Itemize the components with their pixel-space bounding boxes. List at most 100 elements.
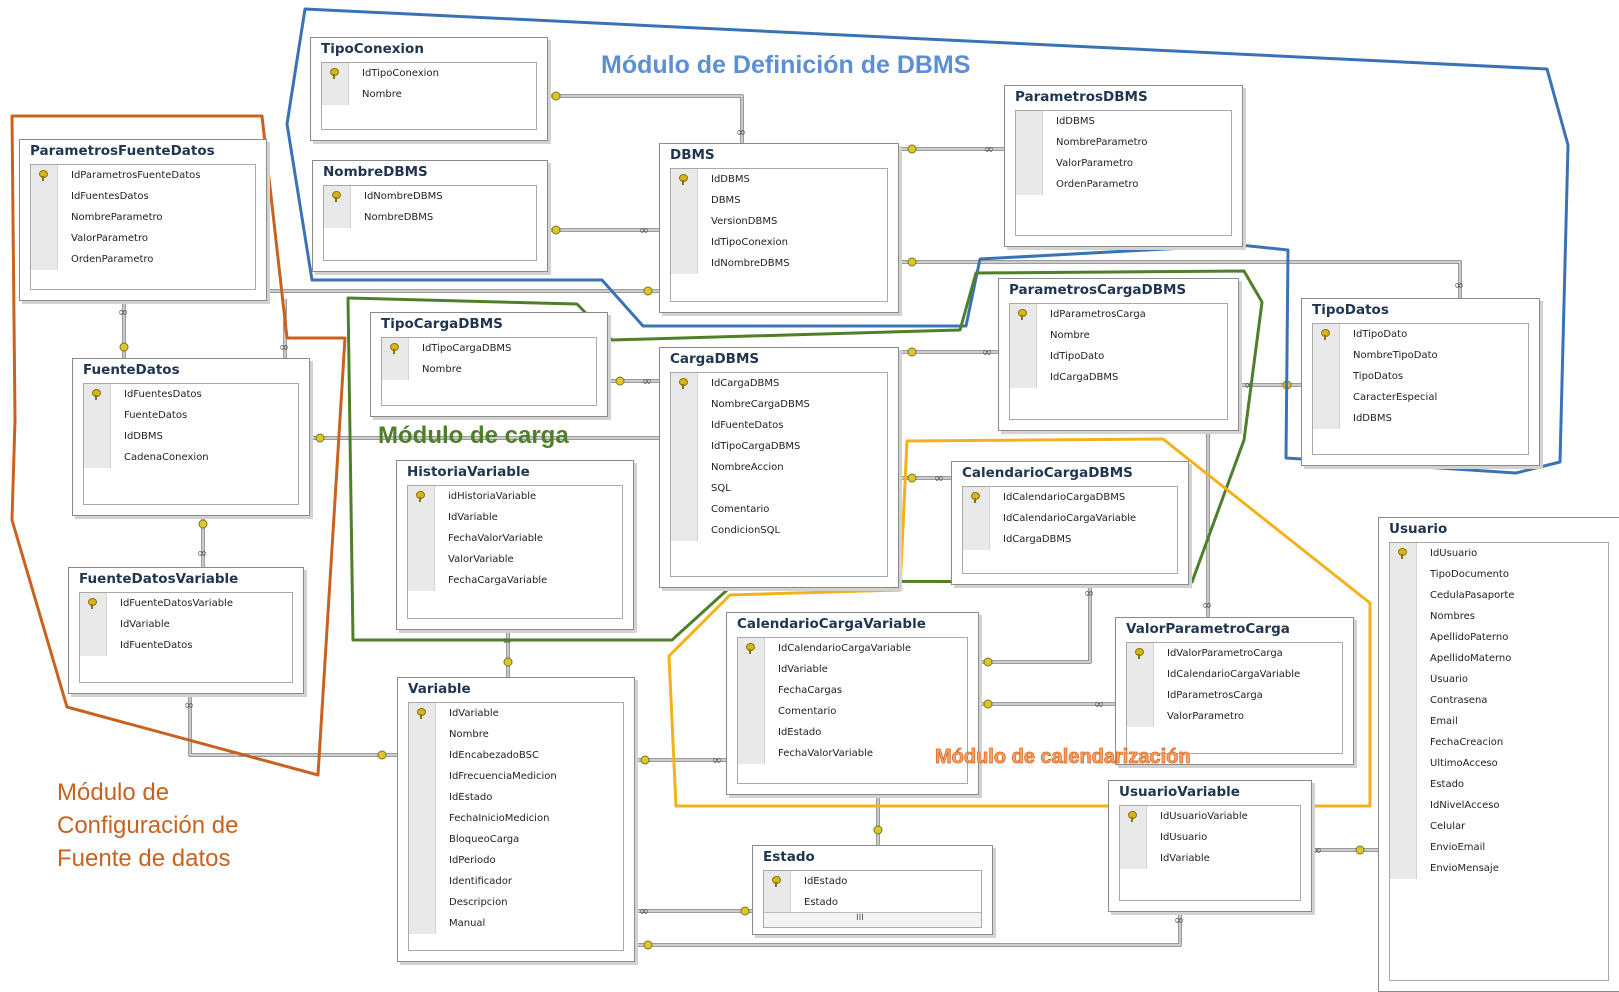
column-row[interactable]: ApellidoMaterno [1390,648,1608,669]
column-row[interactable]: IdTipoCargaDBMS [382,338,596,359]
column-row[interactable]: NombreParametro [1016,132,1231,153]
column-row[interactable]: IdTipoConexion [322,63,536,84]
column-row[interactable]: IdUsuario [1120,827,1300,848]
column-row[interactable]: IdFuentesDatos [31,186,255,207]
column-row[interactable]: FechaCargaVariable [408,570,622,591]
column-row[interactable]: Contrasena [1390,690,1608,711]
column-row[interactable]: Celular [1390,816,1608,837]
column-row[interactable]: IdParametrosCarga [1127,685,1342,706]
column-row[interactable]: BloqueoCarga [409,829,623,850]
column-row[interactable]: Descripcion [409,892,623,913]
column-row[interactable]: ApellidoPaterno [1390,627,1608,648]
column-row[interactable]: IdTipoDato [1010,346,1227,367]
column-row[interactable]: IdCalendarioCargaDBMS [963,487,1177,508]
column-row[interactable]: Nombre [1010,325,1227,346]
column-row[interactable]: ValorParametro [1016,153,1231,174]
column-row[interactable]: Estado [1390,774,1608,795]
column-row[interactable]: Email [1390,711,1608,732]
column-row[interactable]: IdFuenteDatos [80,635,292,656]
column-row[interactable]: NombreTipoDato [1313,345,1528,366]
column-row[interactable]: IdCargaDBMS [671,373,887,394]
column-row[interactable]: Nombres [1390,606,1608,627]
column-row[interactable]: Comentario [671,499,887,520]
column-row[interactable]: ValorParametro [1127,706,1342,727]
column-row[interactable]: IdUsuario [1390,543,1608,564]
column-row[interactable]: ValorParametro [31,228,255,249]
column-row[interactable]: CondicionSQL [671,520,887,541]
column-row[interactable]: IdVariable [80,614,292,635]
column-row[interactable]: EnvioMensaje [1390,858,1608,879]
column-row[interactable]: IdValorParametroCarga [1127,643,1342,664]
column-row[interactable]: IdVariable [409,703,623,724]
column-row[interactable]: idHistoriaVariable [408,486,622,507]
column-row[interactable]: UltimoAcceso [1390,753,1608,774]
column-row[interactable]: NombreParametro [31,207,255,228]
column-row[interactable]: IdParametrosFuenteDatos [31,165,255,186]
column-row[interactable]: Manual [409,913,623,934]
column-row[interactable]: Usuario [1390,669,1608,690]
column-row[interactable]: TipoDocumento [1390,564,1608,585]
column-row[interactable]: IdParametrosCarga [1010,304,1227,325]
column-row[interactable]: OrdenParametro [31,249,255,270]
column-row[interactable]: NombreDBMS [324,207,536,228]
column-row[interactable]: IdEstado [409,787,623,808]
column-row[interactable]: Nombre [322,84,536,105]
column-row[interactable]: Estado [764,892,981,913]
column-row[interactable]: CadenaConexion [84,447,298,468]
column-row[interactable]: TipoDatos [1313,366,1528,387]
column-row[interactable]: FuenteDatos [84,405,298,426]
column-row[interactable]: IdCargaDBMS [963,529,1177,550]
column-row[interactable]: IdNombreDBMS [671,253,887,274]
column-row[interactable]: IdVariable [1120,848,1300,869]
column-row[interactable]: IdFrecuenciaMedicion [409,766,623,787]
column-row[interactable]: IdFuentesDatos [84,384,298,405]
column-row[interactable]: EnvioEmail [1390,837,1608,858]
column-row[interactable]: IdCalendarioCargaVariable [963,508,1177,529]
column-row[interactable]: IdNivelAcceso [1390,795,1608,816]
column-row[interactable]: Nombre [382,359,596,380]
column-row[interactable]: ValorVariable [408,549,622,570]
column-row[interactable]: FechaValorVariable [738,743,967,764]
column-row[interactable]: VersionDBMS [671,211,887,232]
column-row[interactable]: NombreCargaDBMS [671,394,887,415]
column-row[interactable]: IdEstado [738,722,967,743]
column-row[interactable]: IdTipoConexion [671,232,887,253]
column-row[interactable]: IdPeriodo [409,850,623,871]
column-row[interactable]: IdDBMS [84,426,298,447]
scrollbar-thumb[interactable]: III [856,913,864,923]
column-row[interactable]: FechaInicioMedicion [409,808,623,829]
column-row[interactable]: IdTipoCargaDBMS [671,436,887,457]
column-row[interactable]: IdDBMS [1016,111,1231,132]
column-row[interactable]: FechaCreacion [1390,732,1608,753]
column-row[interactable]: IdCalendarioCargaVariable [1127,664,1342,685]
column-row[interactable]: CedulaPasaporte [1390,585,1608,606]
horizontal-scrollbar[interactable]: III [764,912,981,927]
column-row[interactable]: CaracterEspecial [1313,387,1528,408]
column-row[interactable]: IdFuenteDatosVariable [80,593,292,614]
column-row[interactable]: IdEstado [764,871,981,892]
column-row[interactable]: IdVariable [738,659,967,680]
column-row[interactable]: IdNombreDBMS [324,186,536,207]
column-row[interactable]: IdUsuarioVariable [1120,806,1300,827]
column-row[interactable]: NombreAccion [671,457,887,478]
column-row[interactable]: IdTipoDato [1313,324,1528,345]
column-row[interactable]: IdEncabezadoBSC [409,745,623,766]
column-row[interactable]: Nombre [409,724,623,745]
